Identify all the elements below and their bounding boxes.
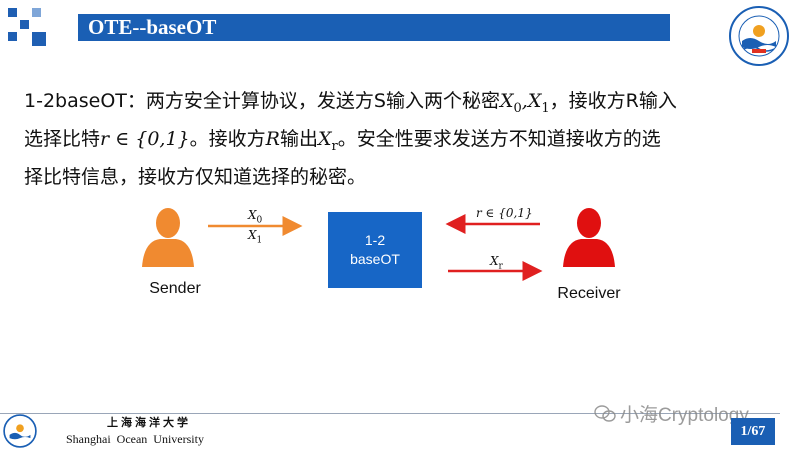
math-x1: X1 <box>527 90 550 116</box>
watermark: 小海Cryptology <box>594 400 749 427</box>
math-comma: , <box>521 90 528 112</box>
footer-divider <box>0 413 780 414</box>
text-segment: 。安全性要求发送方不知道接收方的选 <box>337 127 661 150</box>
text-segment: 选择比特 <box>24 127 101 150</box>
description-line-1: 1-2baseOT：两方安全计算协议，发送方S输入两个秘密X0,X1，接收方R输… <box>24 86 794 124</box>
label-choice-bit: r ∈ {0,1} <box>476 206 533 220</box>
math-sub: 1 <box>256 235 263 246</box>
university-name-en: Shanghai Ocean University <box>66 432 204 446</box>
slide-title: OTE--baseOT <box>78 14 670 41</box>
description-line-3: 择比特信息，接收方仅知道选择的秘密。 <box>24 165 367 188</box>
math-sub: 0 <box>513 100 522 116</box>
math-base: X <box>527 90 542 112</box>
receiver-person-icon <box>563 208 615 267</box>
text-segment: 。接收方 <box>189 127 266 150</box>
sender-label: Sender <box>149 280 201 297</box>
label-x1: X1 <box>248 228 262 245</box>
math-xr: Xr <box>317 127 338 154</box>
decorative-squares <box>8 8 48 48</box>
math-sub: r <box>331 138 338 154</box>
wechat-icon <box>594 404 616 422</box>
description-line-2: 选择比特r ∈ {0,1}。接收方R输出Xr。安全性要求发送方不知道接收方的选 <box>24 124 794 162</box>
math-base: X <box>499 90 514 112</box>
math-base: X <box>490 254 499 268</box>
math-base: X <box>248 228 257 242</box>
text-segment: 输出 <box>279 127 318 150</box>
sender-person-icon <box>142 208 194 267</box>
label-xr: Xr <box>490 254 503 271</box>
box-line-2: baseOT <box>350 251 400 267</box>
receiver-label: Receiver <box>557 285 621 302</box>
math-r-var: R <box>265 127 280 150</box>
baseot-box: 1-2 baseOT <box>328 212 422 288</box>
math-x0: X0 <box>499 90 522 116</box>
protocol-description: 1-2baseOT：两方安全计算协议，发送方S输入两个秘密X0,X1，接收方R输… <box>24 86 794 192</box>
box-line-1: 1-2 <box>364 232 386 248</box>
math-sub: r <box>498 261 503 272</box>
math-sub: 1 <box>541 100 550 116</box>
university-logo <box>729 6 789 66</box>
math-r-set: r ∈ {0,1} <box>100 127 190 150</box>
university-name-cn: 上海海洋大学 <box>107 416 191 429</box>
page-number: 1/67 <box>731 418 775 445</box>
text-segment: ，接收方R输入 <box>549 90 677 112</box>
math-base: X <box>248 208 257 222</box>
text-segment: 1-2baseOT：两方安全计算协议，发送方S输入两个秘密 <box>24 90 500 112</box>
label-x0: X0 <box>248 208 262 225</box>
watermark-text: 小海Cryptology <box>620 405 749 426</box>
math-base: X <box>317 127 332 150</box>
university-logo-small <box>3 414 37 448</box>
math-sub: 0 <box>256 215 263 226</box>
